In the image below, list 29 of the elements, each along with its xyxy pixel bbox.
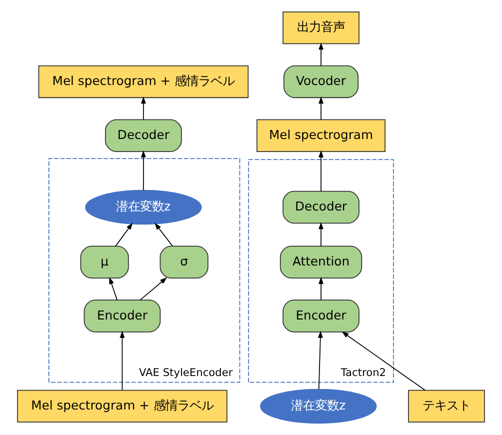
- arrow: [318, 42, 324, 66]
- arrow: [342, 331, 426, 391]
- arrow: [140, 150, 146, 191]
- arrow: [318, 222, 324, 247]
- arrow: [120, 330, 125, 390]
- node-box: Attention: [280, 246, 362, 278]
- arrow: [140, 277, 168, 300]
- node-box: Decoder: [282, 190, 360, 224]
- node-box: Mel spectrogram + 感情ラベル: [38, 65, 249, 98]
- arrow: [318, 330, 323, 390]
- node-box: Vocoder: [283, 65, 359, 98]
- node-box: Encoder: [282, 300, 360, 332]
- node-box: μ: [80, 246, 129, 278]
- arrow: [109, 276, 118, 300]
- arrow: [115, 222, 133, 247]
- node-box: Mel spectrogram: [256, 119, 386, 152]
- arrow: [318, 150, 324, 192]
- arrow: [140, 96, 146, 120]
- node-box: 出力音声: [282, 11, 360, 44]
- arrow: [318, 96, 324, 120]
- node-ellipse: 潜在変数z: [85, 190, 202, 225]
- node-box: テキスト: [408, 390, 485, 423]
- node-box: Mel spectrogram + 感情ラベル: [17, 390, 228, 423]
- arrow: [318, 276, 324, 300]
- node-box: σ: [160, 246, 208, 278]
- node-box: Decoder: [105, 119, 182, 152]
- node-box: Encoder: [84, 300, 161, 332]
- arrow: [154, 222, 173, 247]
- node-ellipse: 潜在変数z: [260, 388, 377, 424]
